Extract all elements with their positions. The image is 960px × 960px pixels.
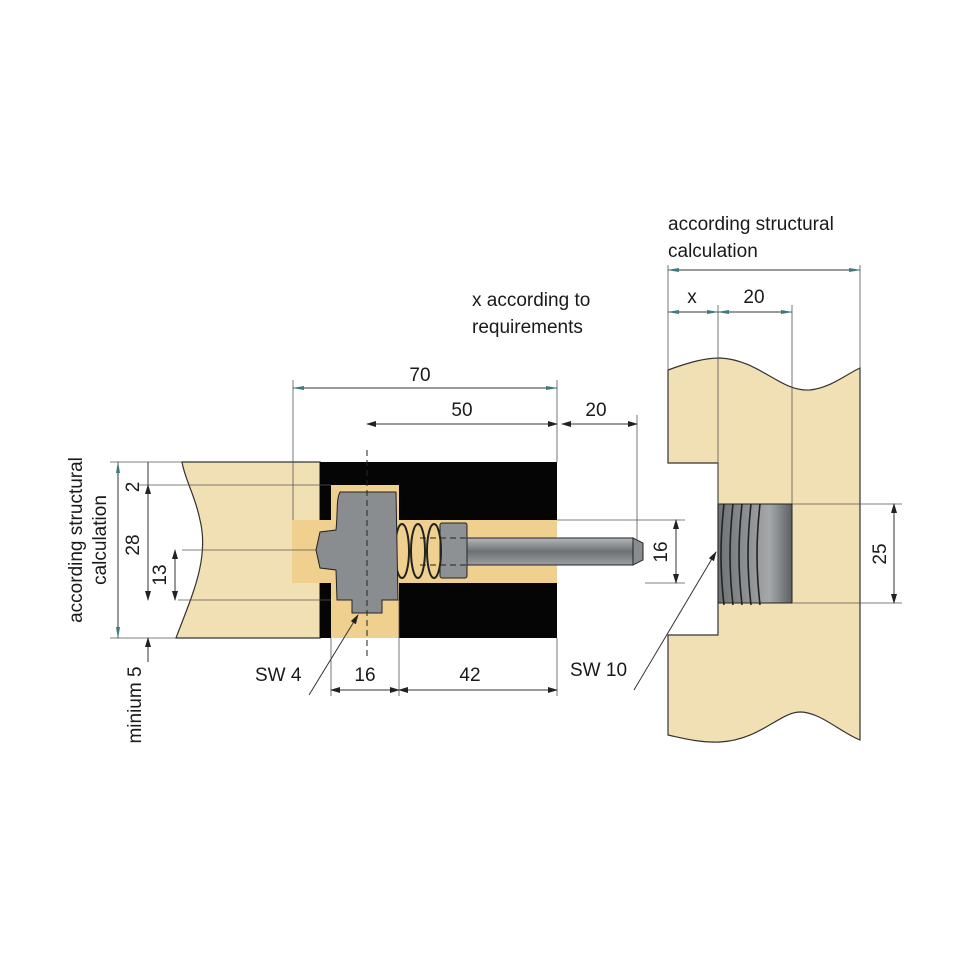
right-section-view: according structural calculation x 20 25 — [667, 214, 902, 743]
dim-20-protrusion: 20 — [585, 400, 606, 421]
dim-16-pocket: 16 — [354, 665, 375, 686]
dim-70: 70 — [409, 365, 430, 386]
insert-threads — [720, 503, 761, 606]
threaded-rod — [454, 537, 634, 566]
note-x-line2: requirements — [472, 317, 583, 338]
threaded-insert — [717, 503, 793, 604]
note-x-line1: x according to — [472, 290, 590, 311]
dim-2: 2 — [123, 482, 144, 493]
left-section-view: 70 50 20 16 16 42 SW 4 SW 10 according s… — [66, 365, 717, 744]
dim-thickness-line1: according structural — [66, 457, 87, 623]
label-sw4: SW 4 — [255, 665, 302, 686]
dim-20-thread-depth: 20 — [743, 287, 764, 308]
dim-16-diameter: 16 — [651, 541, 672, 562]
label-sw10: SW 10 — [570, 660, 627, 681]
dim-28: 28 — [123, 534, 144, 555]
dim-50: 50 — [451, 400, 472, 421]
dim-42: 42 — [459, 665, 480, 686]
dim-13: 13 — [150, 564, 171, 585]
right-thickness-line2: calculation — [668, 241, 758, 262]
rod-chamfer — [632, 537, 644, 566]
dim-25: 25 — [870, 543, 891, 564]
right-thickness-line1: according structural — [668, 214, 834, 235]
nut — [439, 522, 468, 579]
bolt-head — [315, 491, 399, 614]
dim-minimum-5: minium 5 — [125, 666, 146, 743]
dim-thickness-line2: calculation — [90, 495, 111, 585]
dim-x: x — [687, 287, 697, 308]
